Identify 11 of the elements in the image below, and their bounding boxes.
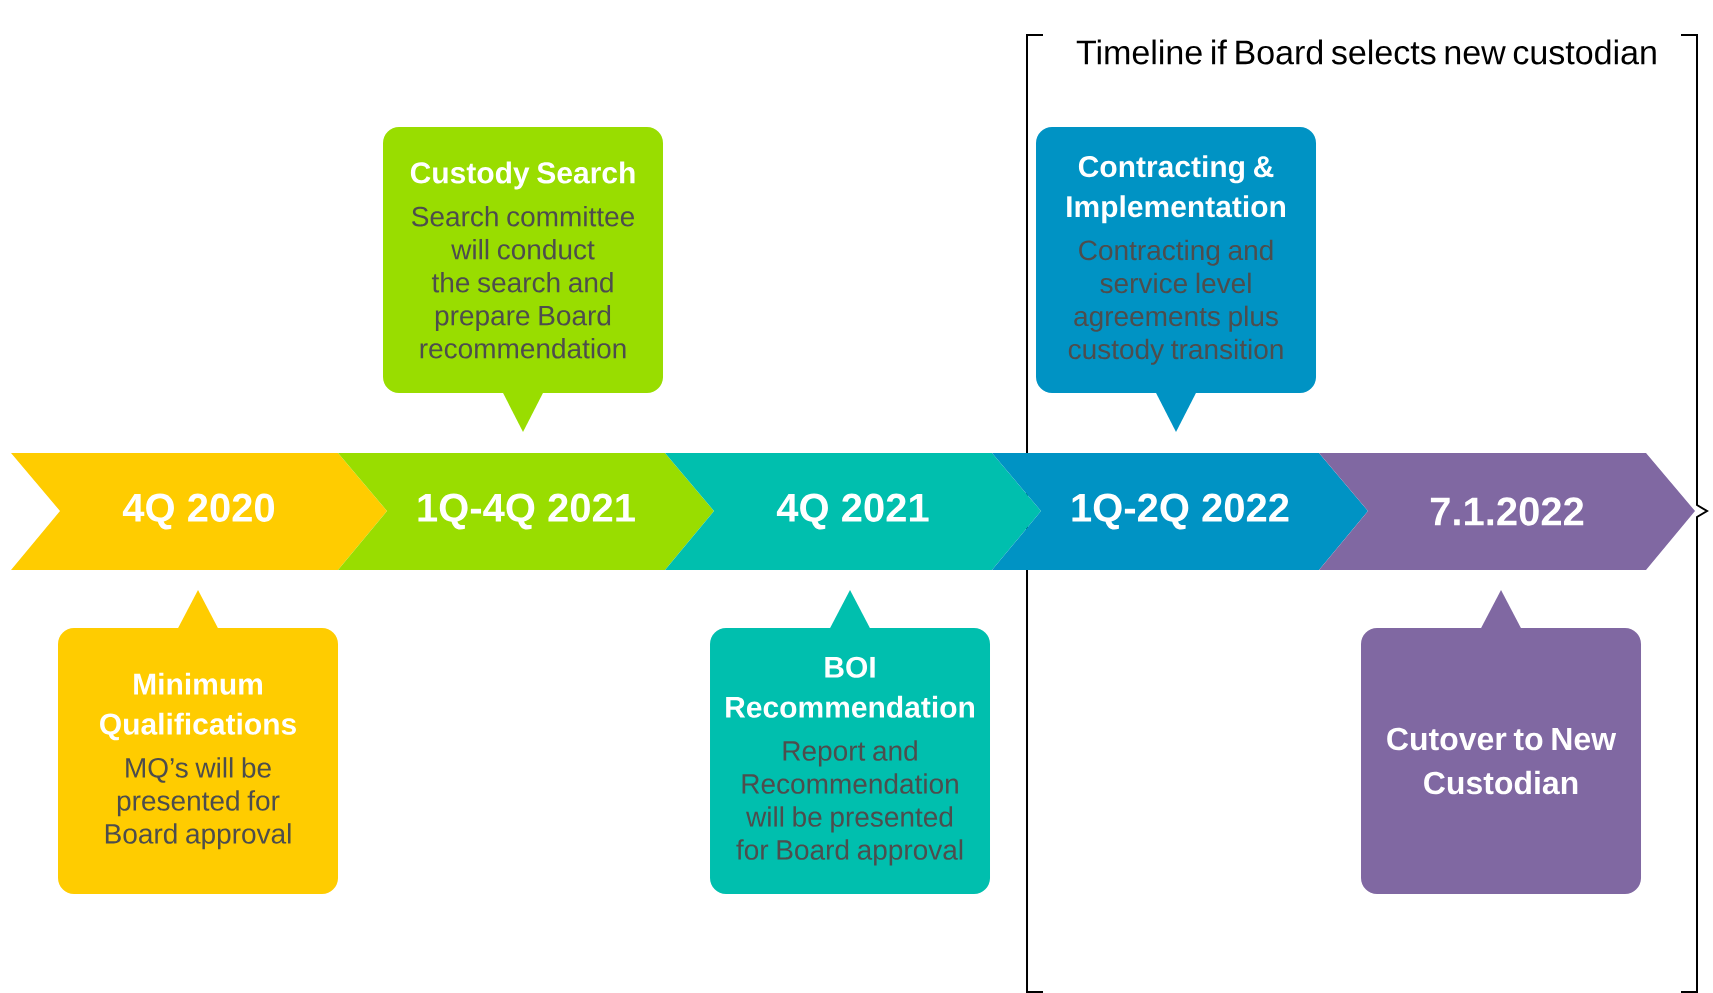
phase-band: 4Q 2021 xyxy=(665,453,1041,570)
callout-box: BOI Recommendation Report and Recommendation will be presented for Board approval xyxy=(710,590,990,894)
phase-band: 1Q-2Q 2022 xyxy=(992,453,1368,570)
callout-box: Custody Search Search committee will conduct the search and prepare Board recommendation xyxy=(383,127,663,432)
phase-band: 1Q-4Q 2021 xyxy=(338,453,714,570)
phase-band: 4Q 2020 xyxy=(11,453,387,570)
callout-box: Minimum Qualifications MQ’s will be presented for Board approval xyxy=(58,590,338,894)
callout-box: Cutover to New Custodian xyxy=(1361,590,1641,894)
bracket-title: Timeline if Board selects new custodian xyxy=(1076,39,1656,65)
phase-band: 7.1.2022 xyxy=(1319,453,1695,570)
callout-box: Contracting & Implementation Contracting and service level agreements plus custody transition xyxy=(1036,127,1316,432)
